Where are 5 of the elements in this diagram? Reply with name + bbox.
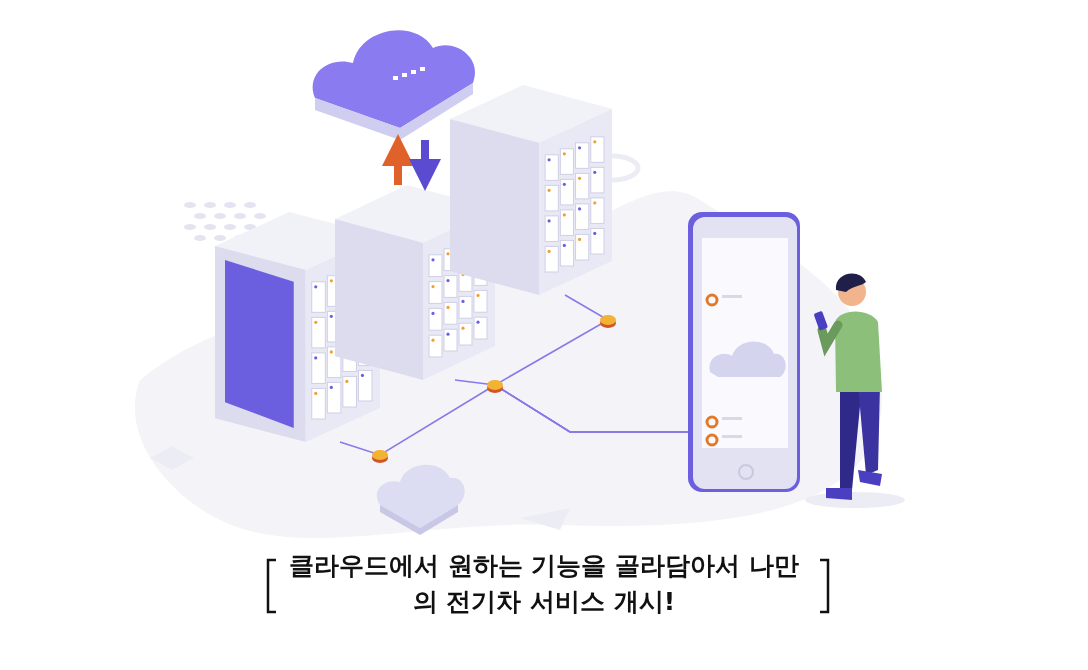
- smartphone-drawing: [688, 212, 800, 492]
- transfer-arrow: [409, 140, 441, 191]
- transfer-arrow: [382, 134, 414, 185]
- caption: 클라우드에서 원하는 기능을 골라담아서 나만의 전기차 서비스 개시!: [288, 550, 800, 618]
- server-rack-drawing: [450, 85, 612, 295]
